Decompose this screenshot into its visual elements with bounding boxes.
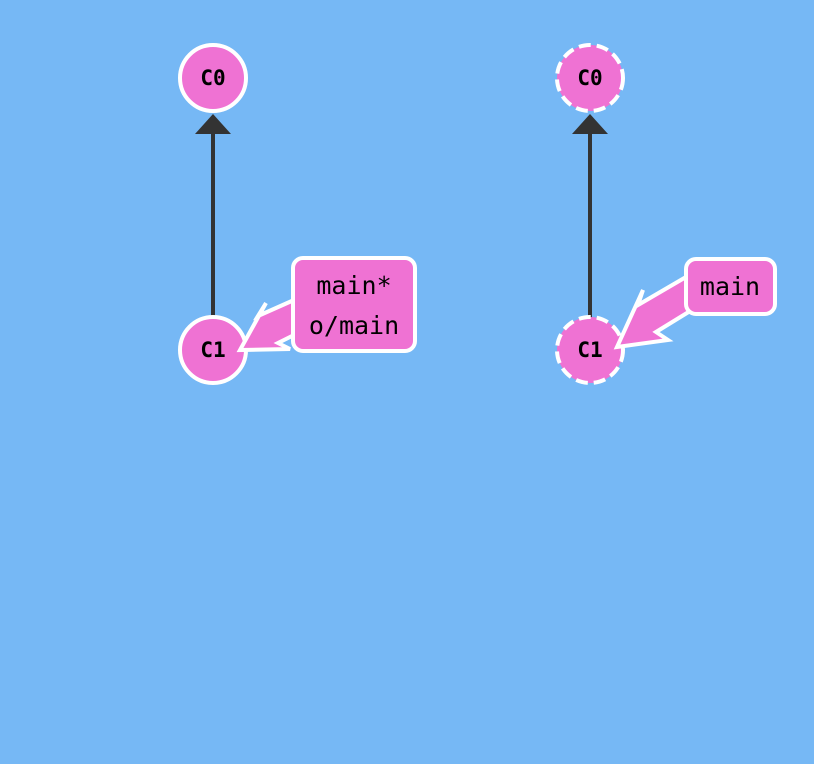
remote-edge-arrowhead-icon — [572, 114, 608, 134]
remote-branch-main: main — [700, 272, 760, 301]
local-branch-label[interactable]: main* o/main — [291, 256, 417, 353]
local-commit-c0-node[interactable] — [178, 43, 248, 113]
local-branch-origin-main: o/main — [309, 311, 399, 340]
local-repo: C0 C1 main* o/main — [178, 43, 417, 385]
remote-commit-c0-node[interactable] — [555, 43, 625, 113]
remote-branch-label[interactable]: main — [684, 257, 777, 316]
remote-branch-box[interactable] — [684, 257, 777, 316]
local-edge-c1-to-c0 — [195, 114, 231, 318]
remote-edge-c1-to-c0 — [572, 114, 608, 318]
remote-commit-c1-node[interactable] — [555, 315, 625, 385]
remote-commit-c0-label: C0 — [577, 66, 602, 90]
local-commit-c1-label: C1 — [200, 338, 225, 362]
local-commit-c1[interactable]: C1 — [178, 315, 248, 385]
local-commit-c0[interactable]: C0 — [178, 43, 248, 113]
remote-commit-c0[interactable]: C0 — [555, 43, 625, 113]
local-edge-arrowhead-icon — [195, 114, 231, 134]
remote-commit-c1[interactable]: C1 — [555, 315, 625, 385]
remote-commit-c1-label: C1 — [577, 338, 602, 362]
local-branch-box[interactable] — [291, 256, 417, 353]
remote-repo: C0 C1 main — [555, 43, 777, 385]
local-branch-main-star: main* — [316, 271, 391, 300]
local-commit-c0-label: C0 — [200, 66, 225, 90]
